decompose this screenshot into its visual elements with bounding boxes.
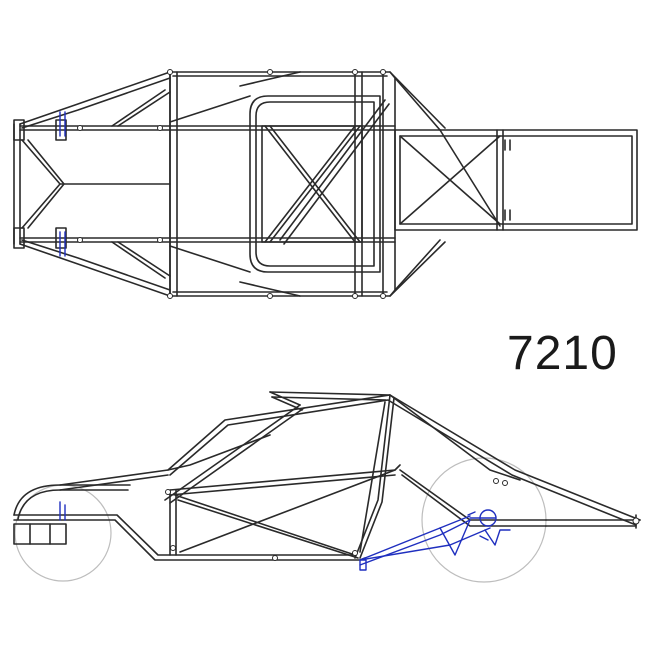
side-view-frame bbox=[13, 391, 641, 561]
model-number: 7210 bbox=[507, 327, 618, 380]
side-view-front-suspension bbox=[59, 501, 66, 521]
top-view-frame bbox=[13, 69, 638, 299]
top-view-front-suspension bbox=[59, 111, 66, 257]
side-view-rear-suspension bbox=[359, 509, 511, 571]
